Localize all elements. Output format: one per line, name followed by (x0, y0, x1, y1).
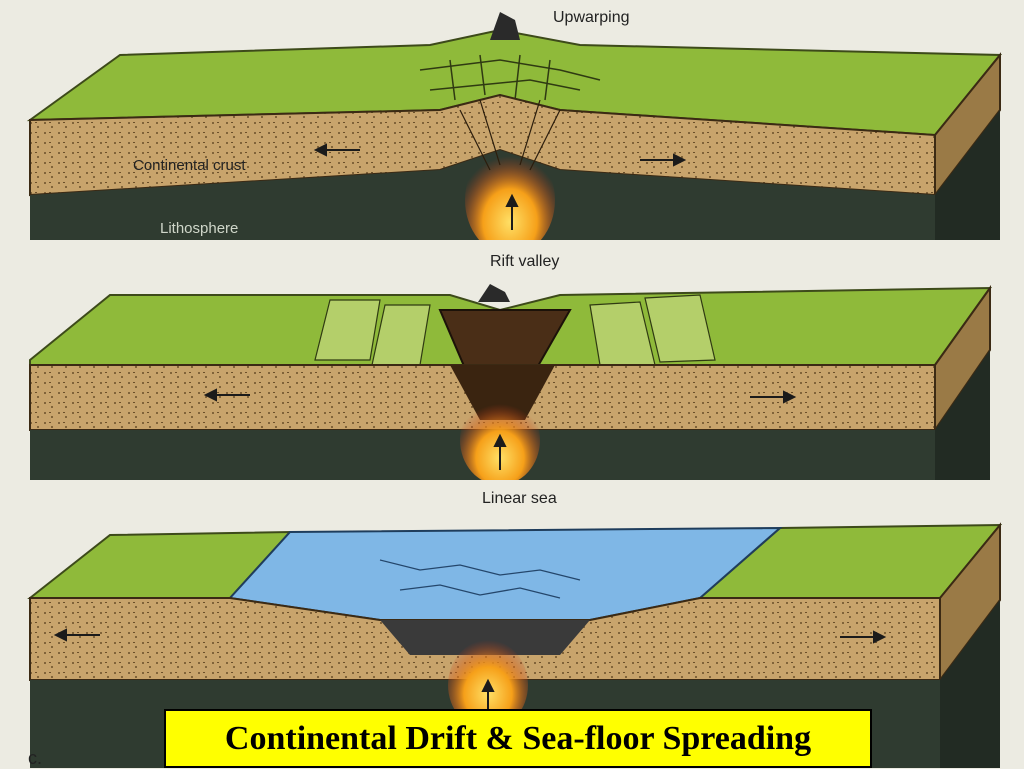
label-rift-valley: Rift valley (490, 253, 560, 270)
sea-floor-cracks (379, 559, 581, 599)
slide-title: Continental Drift & Sea-floor Spreading (224, 719, 812, 757)
label-linear-sea: Linear sea (482, 490, 557, 507)
direction-arrows (53, 628, 887, 720)
surface-cracks (419, 54, 601, 101)
panel-rift-valley: Rift valley (0, 240, 1024, 480)
direction-arrows (313, 143, 687, 230)
direction-arrows (203, 388, 797, 470)
label-lithosphere: Lithosphere (160, 220, 239, 237)
rift-valley-block-diagram (29, 284, 992, 480)
label-upwarping: Upwarping (553, 9, 630, 26)
rift-blocks (314, 294, 716, 366)
upwarping-block-diagram (26, 12, 1003, 240)
fault-lines (459, 99, 561, 171)
new-ocean-crust (380, 620, 590, 655)
magma-plume (465, 145, 555, 240)
slide-title-box: Continental Drift & Sea-floor Spreading (164, 709, 872, 768)
volcano-icon (490, 12, 520, 40)
label-panel-letter: c. (28, 748, 43, 768)
panel-upwarping: Upwarping Continental crust Lithosphere (0, 0, 1024, 240)
label-continental-crust: Continental crust (133, 157, 246, 174)
volcano-icon (478, 284, 510, 302)
